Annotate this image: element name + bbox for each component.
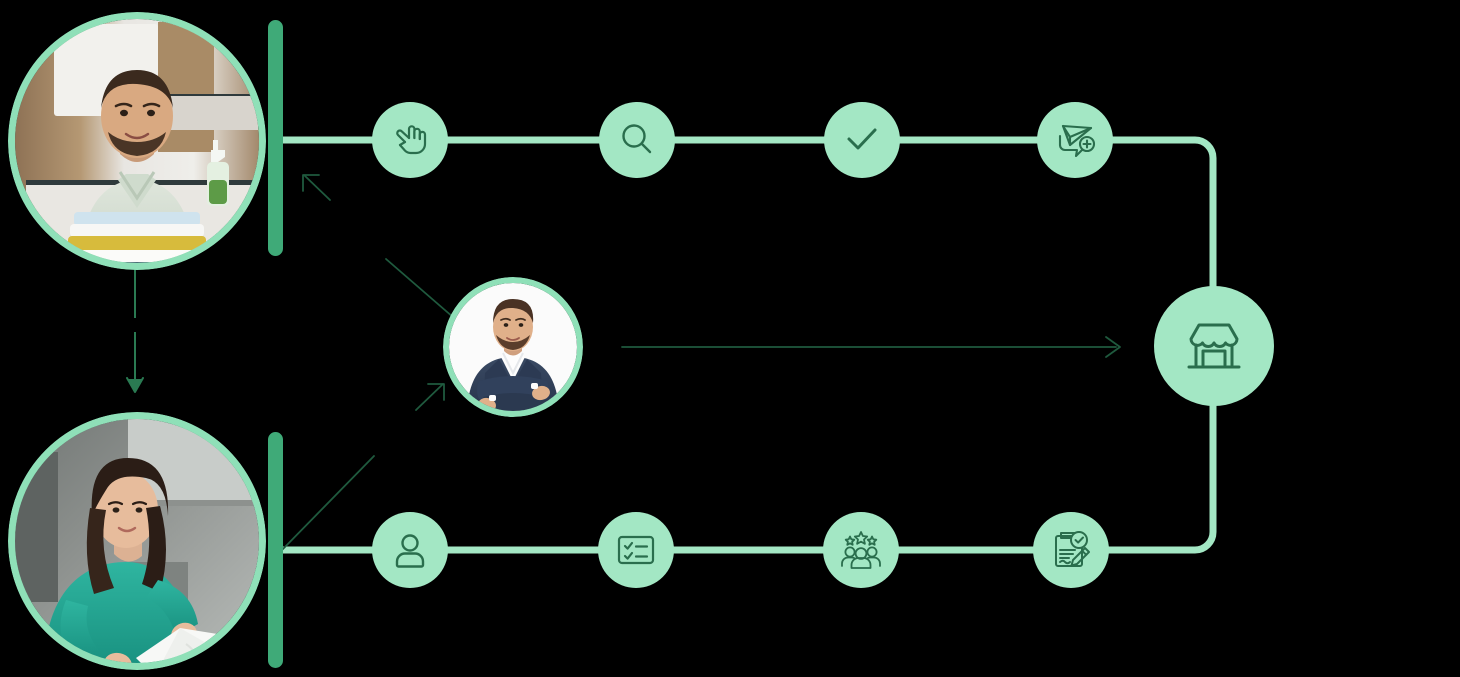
send-message-plus-icon <box>1058 124 1096 158</box>
accent-bar-top <box>268 20 283 256</box>
avatar-customer-woman-ring <box>8 412 266 670</box>
node-profile[interactable] <box>372 512 448 588</box>
node-confirm[interactable] <box>824 102 900 178</box>
avatar-customer-man <box>8 12 266 270</box>
track-line-bottom <box>278 342 1217 554</box>
accent-bar-bottom <box>268 432 283 668</box>
pointing-hand-icon <box>396 125 427 155</box>
node-checklist[interactable] <box>598 512 674 588</box>
avatar-customer-man-ring <box>8 12 266 270</box>
node-search[interactable] <box>599 102 675 178</box>
line-bottom-track-to-provider <box>281 455 375 551</box>
magnifier-icon <box>622 124 652 154</box>
track-line-top <box>278 136 1217 350</box>
person-icon <box>395 534 425 568</box>
arrow-customer-to-customer <box>126 268 144 393</box>
node-marketplace[interactable] <box>1154 286 1274 406</box>
arrow-to-provider <box>415 383 445 411</box>
node-contract[interactable] <box>1033 512 1109 588</box>
group-stars-icon <box>841 531 881 569</box>
avatar-customer-woman <box>8 412 266 670</box>
avatar-provider-man <box>443 277 583 417</box>
checklist-card-icon <box>617 535 655 565</box>
node-message[interactable] <box>1037 102 1113 178</box>
arrow-to-top-track <box>302 174 331 201</box>
arrow-provider-to-marketplace <box>621 336 1121 358</box>
avatar-provider-man-ring <box>443 277 583 417</box>
storefront-icon <box>1187 323 1241 369</box>
clipboard-signed-icon <box>1055 531 1090 567</box>
node-reviews[interactable] <box>823 512 899 588</box>
checkmark-icon <box>847 128 877 150</box>
node-tap[interactable] <box>372 102 448 178</box>
